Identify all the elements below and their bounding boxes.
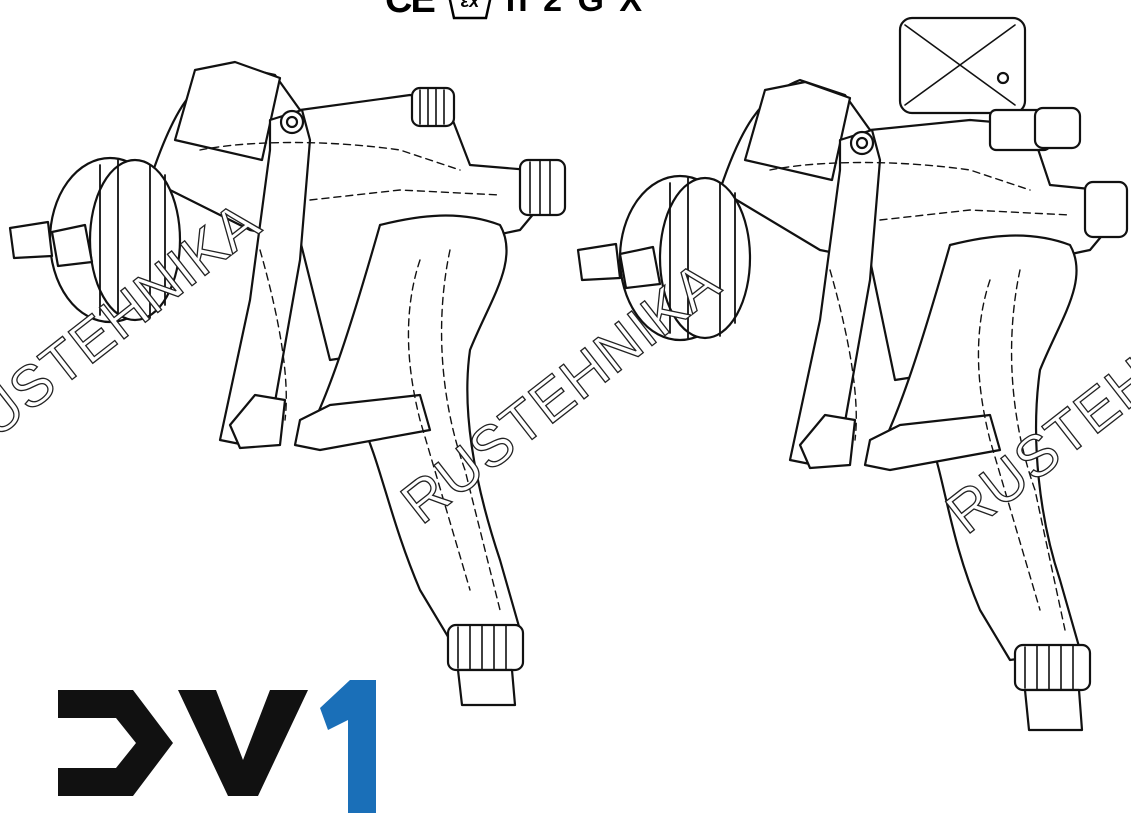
svg-text:εx: εx	[460, 0, 480, 11]
ex-hexagon-icon: εx	[448, 0, 492, 20]
spray-gun-icon	[8, 60, 567, 707]
certification-line: CE εx εx II 2 G X	[385, 0, 645, 30]
ce-mark: CE	[385, 0, 436, 22]
atex-code: II 2 G X	[506, 0, 645, 20]
dv1-logo-mark	[58, 680, 376, 813]
ex-mark: εx εx	[448, 0, 492, 20]
spray-gun-digital-icon	[576, 16, 1129, 732]
dv1-logo: DV1	[58, 668, 378, 818]
